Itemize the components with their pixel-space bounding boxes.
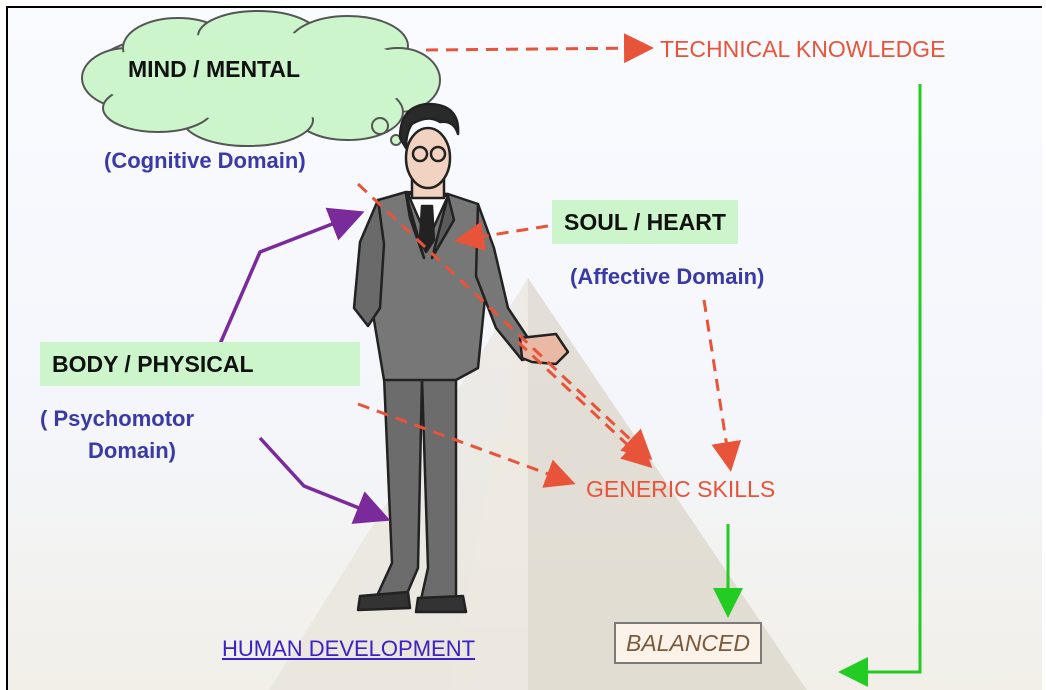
mind-to-technical-arrow — [425, 33, 654, 64]
psychomotor-domain-label-line1: ( Psychomotor — [40, 406, 195, 431]
diagram-canvas: MIND / MENTAL TECHNICAL KNOWLEDGE (Cogni… — [6, 6, 1042, 690]
technical-to-balanced-arrow — [838, 84, 922, 687]
psychomotor-domain-label-line2: Domain) — [88, 438, 176, 463]
affective-to-generic-arrow — [702, 299, 742, 472]
technical-knowledge-label: TECHNICAL KNOWLEDGE — [660, 36, 946, 62]
generic-skills-label: GENERIC SKILLS — [586, 476, 776, 502]
body-physical-label: BODY / PHYSICAL — [40, 342, 360, 386]
body-to-generic-arrow — [357, 402, 576, 488]
cognitive-domain-label: (Cognitive Domain) — [104, 148, 306, 173]
thought-cloud-icon — [81, 10, 441, 147]
soul-to-figure-arrow — [454, 221, 549, 252]
mind-mental-label: MIND / MENTAL — [128, 56, 301, 82]
affective-domain-label: (Affective Domain) — [570, 264, 765, 289]
psychomotor-to-legs-arrow — [258, 436, 391, 524]
businessman-figure — [352, 102, 570, 614]
soul-heart-label: SOUL / HEART — [552, 200, 738, 244]
human-development-link[interactable]: HUMAN DEVELOPMENT — [222, 636, 476, 661]
balanced-box: BALANCED — [614, 622, 762, 664]
cognitive-to-generic-arrow — [356, 182, 653, 461]
arrows-layer — [218, 33, 922, 687]
body-to-torso-arrow — [218, 207, 365, 345]
hand-to-generic-arrow — [516, 340, 653, 469]
